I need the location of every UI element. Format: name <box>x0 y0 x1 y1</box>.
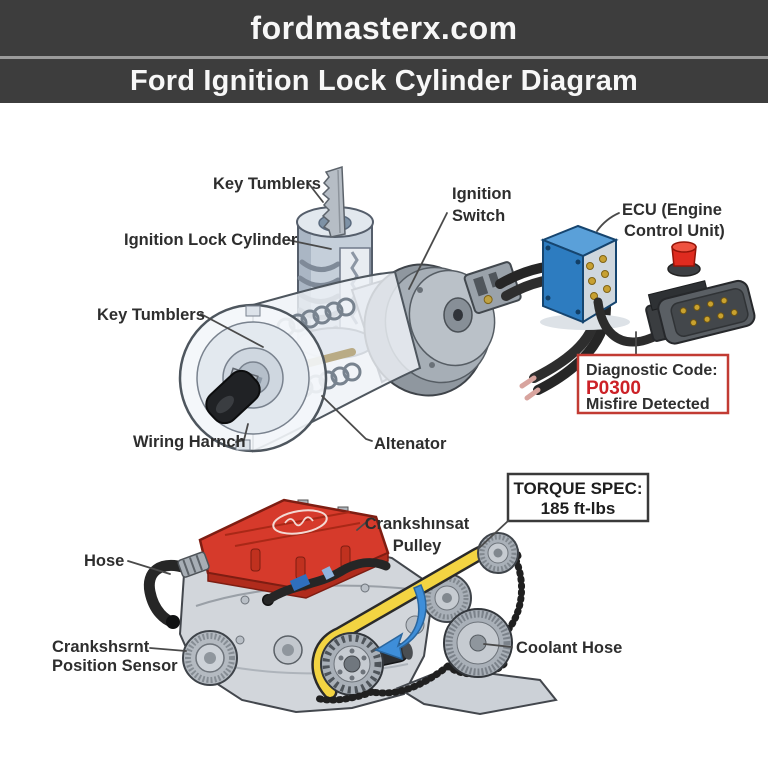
leader-line <box>477 520 509 550</box>
site-header: fordmasterx.com <box>0 0 768 56</box>
leader-line <box>149 647 187 652</box>
label-ignition-switch-2: Switch <box>452 207 505 225</box>
connector-pins <box>679 297 738 327</box>
light-blue-hose-band <box>321 566 335 580</box>
key-top-illustration <box>321 165 346 238</box>
label-crank-sensor-2: Position Sensor <box>52 657 178 675</box>
diagram-canvas: Key Tumblers Ignition Lock Cylinder Key … <box>52 165 756 716</box>
leader-line <box>596 212 620 232</box>
torque-line1: TORQUE SPEC: <box>513 479 642 498</box>
top-hose-illustration <box>262 558 391 606</box>
label-key-tumblers-side: Key Tumblers <box>97 306 205 324</box>
coolant-pulley <box>443 608 513 678</box>
blue-hose-band <box>289 573 311 592</box>
torque-line2: 185 ft-lbs <box>541 499 616 518</box>
rotation-arrow <box>374 584 427 661</box>
label-crank-pulley-1: Crankshınsat <box>365 515 470 533</box>
label-ecu-2: Control Unit) <box>624 222 725 240</box>
header-divider <box>0 56 768 59</box>
left-hose-illustration <box>143 551 210 629</box>
leader-line <box>287 239 332 250</box>
site-name: fordmasterx.com <box>250 9 518 46</box>
crank-sensor-pulley <box>182 630 238 686</box>
diagnostic-description: Misfire Detected <box>586 396 710 413</box>
leader-line <box>408 212 448 290</box>
key-front-illustration <box>205 367 261 425</box>
engine-illustration: TORQUE SPEC: 185 ft-lbs Crankshınsat Pul… <box>52 472 650 716</box>
label-alternator: Altenator <box>374 435 447 453</box>
tensioner-pulley <box>477 532 519 574</box>
label-key-tumblers-top: Key Tumblers <box>213 175 321 193</box>
label-coolant-hose: Coolant Hose <box>516 639 622 657</box>
leader-line <box>483 643 513 648</box>
label-crank-sensor-1: Crankshsrnt <box>52 638 150 656</box>
leader-line <box>356 518 371 531</box>
title-bar: Ford Ignition Lock Cylinder Diagram <box>0 59 768 103</box>
crankshaft-pulley <box>320 632 384 696</box>
ford-oval-logo <box>272 509 328 535</box>
diagnostic-code: P0300 <box>586 378 641 399</box>
leader-line <box>200 313 264 348</box>
leader-line <box>127 560 171 575</box>
ecu-pins <box>586 255 611 300</box>
ignition-assembly-illustration: Key Tumblers Ignition Lock Cylinder Key … <box>97 165 756 453</box>
label-hose: Hose <box>84 552 124 570</box>
label-ecu-1: ECU (Engine <box>622 201 722 219</box>
leader-line <box>321 395 373 442</box>
leader-line <box>308 183 324 203</box>
torque-spec-box: TORQUE SPEC: 185 ft-lbs <box>506 472 650 523</box>
page-title: Ford Ignition Lock Cylinder Diagram <box>129 64 639 97</box>
diagnostic-code-box: Diagnostic Code: P0300 Misfire Detected <box>576 353 730 415</box>
label-crank-pulley-2: Pulley <box>393 537 442 555</box>
label-wiring-harness: Wiring Harnch <box>133 433 246 451</box>
label-ignition-switch-1: Ignition <box>452 185 512 203</box>
red-button-illustration <box>667 241 701 277</box>
leader-line <box>235 423 249 443</box>
connector-illustration <box>645 279 756 345</box>
label-ignition-lock-cylinder: Ignition Lock Cylinder <box>124 231 298 249</box>
diagnostic-heading: Diagnostic Code: <box>586 362 718 379</box>
lock-housing-illustration <box>178 270 422 453</box>
